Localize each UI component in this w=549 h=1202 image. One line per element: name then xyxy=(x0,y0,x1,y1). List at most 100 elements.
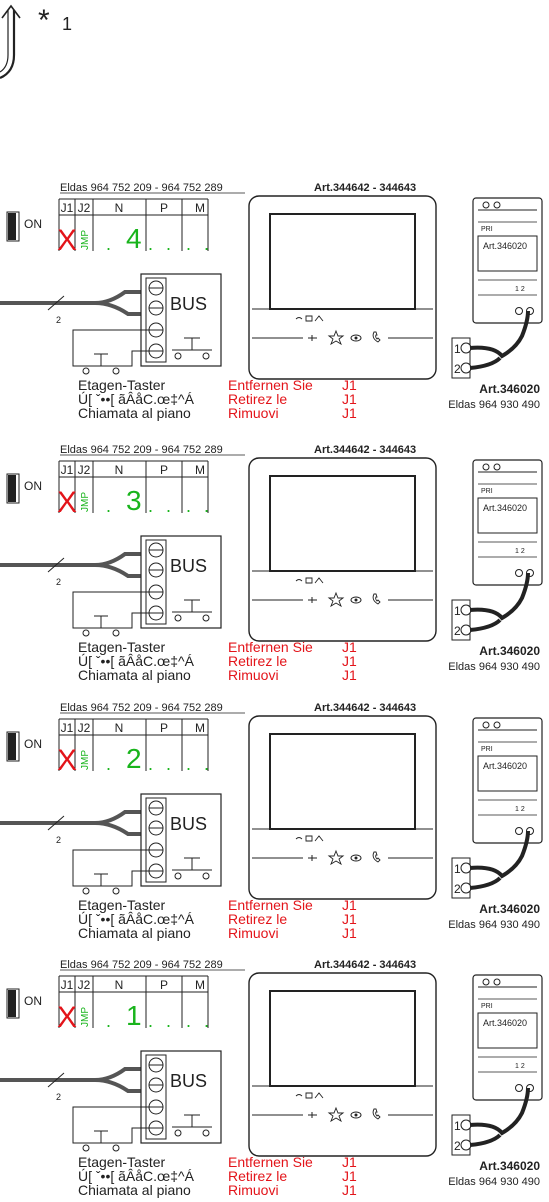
floor-button-label-2: Chiamata al piano xyxy=(78,667,191,683)
remove-instruction-2: Rimuovi xyxy=(228,1182,279,1198)
psu-output-screw-icon xyxy=(515,569,523,577)
dip-header-n: N xyxy=(115,463,124,477)
switch-on-label: ON xyxy=(24,479,42,493)
button-contact-icon xyxy=(174,872,182,880)
monitor-terminal-screw-icon xyxy=(460,342,472,354)
floor-button-label-1: Ú[ ˇ••[ ãÂåC.œ‡^Á xyxy=(78,391,195,407)
dip-header-m: M xyxy=(195,201,205,215)
remove-instruction-0: Entfernen Sie xyxy=(228,377,313,393)
device-reference: Eldas 964 752 209 - 964 752 289 xyxy=(60,182,223,194)
monitor-terminal-screw-icon xyxy=(460,882,472,894)
monitor-terminal-screw-icon xyxy=(460,862,472,874)
dip-dot: . xyxy=(186,1011,191,1031)
phone-icon xyxy=(372,593,381,605)
bus-label: BUS xyxy=(170,814,207,834)
eye-pupil xyxy=(354,598,358,602)
dip-dot: . xyxy=(204,754,209,774)
psu-pri-label: PRI xyxy=(481,488,493,495)
monitor-terminal-screw-icon xyxy=(460,624,472,636)
wire-count-label: 2 xyxy=(56,835,61,845)
remove-j1-label-2: J1 xyxy=(342,925,357,941)
floor-button-wire xyxy=(120,612,149,629)
up-arrow-icon xyxy=(1,4,21,19)
floor-button-contact-icon xyxy=(82,1144,90,1152)
button-contact-icon xyxy=(174,352,182,360)
star-icon xyxy=(327,1106,345,1123)
monitor-article: Art.344642 - 344643 xyxy=(314,444,416,456)
psu-cable xyxy=(469,830,530,879)
psu-terminal-label: 1 2 xyxy=(515,806,525,813)
wire-count-label: 2 xyxy=(56,1092,61,1102)
remove-j1-label-1: J1 xyxy=(342,653,357,669)
psu-article-inner: Art.346020 xyxy=(483,761,527,771)
switch-on-label: ON xyxy=(24,994,42,1008)
device-reference: Eldas 964 752 209 - 964 752 289 xyxy=(60,702,223,714)
psu-cable xyxy=(469,618,502,632)
psu-article-inner: Art.346020 xyxy=(483,503,527,513)
psu-terminal-label: 1 2 xyxy=(515,286,525,293)
star-icon xyxy=(327,591,345,608)
floor-button-label-2: Chiamata al piano xyxy=(78,925,191,941)
psu-cable xyxy=(469,1133,502,1147)
switch-lever xyxy=(8,475,16,502)
dip-dot: . xyxy=(166,754,171,774)
dip-header-j1: J1 xyxy=(61,201,74,215)
bus-label: BUS xyxy=(170,1071,207,1091)
psu-screw-icon xyxy=(482,721,490,729)
psu-cable xyxy=(469,572,530,621)
wire-count-label: 2 xyxy=(56,577,61,587)
terminal-strip xyxy=(145,539,167,625)
psu-output-screw-icon xyxy=(515,1084,523,1092)
floor-button-contact-icon xyxy=(112,629,120,637)
star-label: * xyxy=(38,4,50,37)
j1-removed-mark: X xyxy=(57,224,77,257)
incoming-cable xyxy=(0,10,16,80)
eye-pupil xyxy=(354,1113,358,1117)
psu-cable xyxy=(469,356,502,370)
eye-icon xyxy=(350,854,362,862)
floor-code: 1 xyxy=(126,1000,142,1031)
eye-pupil xyxy=(354,856,358,860)
floor-button-contact-icon xyxy=(82,629,90,637)
remove-j1-label-0: J1 xyxy=(342,1154,357,1170)
dip-header-m: M xyxy=(195,721,205,735)
psu-eldas-number: Eldas 964 930 490 xyxy=(448,661,540,673)
terminal-1-label: 1 xyxy=(454,604,461,618)
psu-eldas-number: Eldas 964 930 490 xyxy=(448,399,540,411)
j1-removed-mark: X xyxy=(57,744,77,777)
floor-button-wire xyxy=(120,350,149,367)
device-reference: Eldas 964 752 209 - 964 752 289 xyxy=(60,444,223,456)
dip-dot: . xyxy=(204,1011,209,1031)
floor-button-contact-icon xyxy=(82,887,90,895)
psu-label-box xyxy=(477,755,538,792)
psu-screw-icon xyxy=(493,201,501,209)
j2-jumper-label: JMP xyxy=(80,750,91,770)
psu-screw-icon xyxy=(493,978,501,986)
dip-dot: . xyxy=(166,1011,171,1031)
psu-eldas-number: Eldas 964 930 490 xyxy=(448,1176,540,1188)
remove-j1-label-2: J1 xyxy=(342,405,357,421)
psu-screw-icon xyxy=(482,978,490,986)
dip-header-p: P xyxy=(160,978,168,992)
incoming-cable-outline xyxy=(0,10,9,73)
psu-article: Art.346020 xyxy=(479,1159,540,1173)
remove-instruction-2: Rimuovi xyxy=(228,925,279,941)
psu-cable xyxy=(469,876,502,890)
dip-dot: . xyxy=(186,754,191,774)
dip-header-j2: J2 xyxy=(78,463,91,477)
floor-button-label-0: Etagen-Taster xyxy=(78,377,165,393)
button-contact-icon xyxy=(202,1129,210,1137)
floor-code: 3 xyxy=(126,485,142,516)
remove-j1-label-0: J1 xyxy=(342,377,357,393)
floor-button-wire xyxy=(72,329,149,367)
dip-dot: . xyxy=(166,496,171,516)
floor-button-label-1: Ú[ ˇ••[ ãÂåC.œ‡^Á xyxy=(78,1168,195,1184)
psu-article: Art.346020 xyxy=(479,644,540,658)
dip-header-m: M xyxy=(195,463,205,477)
bus-cable xyxy=(0,552,146,567)
remove-instruction-0: Entfernen Sie xyxy=(228,897,313,913)
remove-j1-label-1: J1 xyxy=(342,1168,357,1184)
floor-button-label-1: Ú[ ˇ••[ ãÂåC.œ‡^Á xyxy=(78,653,195,669)
